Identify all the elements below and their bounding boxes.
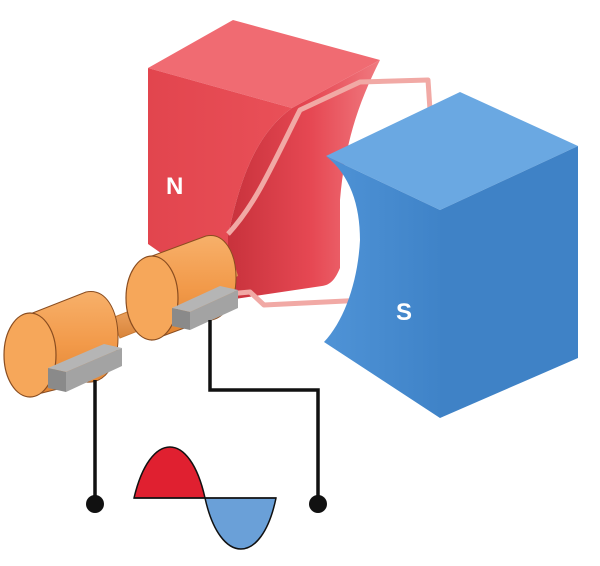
south-label: S xyxy=(396,299,412,326)
north-magnet-top xyxy=(148,20,380,108)
coil-upper-wire xyxy=(226,77,433,236)
north-magnet: N xyxy=(148,20,380,300)
north-label: N xyxy=(166,173,183,200)
wave-positive-half xyxy=(133,446,206,499)
south-pole-face xyxy=(324,156,440,418)
ac-waveform xyxy=(133,446,277,550)
wire-right xyxy=(208,320,320,502)
north-magnet-side xyxy=(148,68,292,300)
brush-rear xyxy=(172,286,238,330)
south-magnet-side xyxy=(440,146,578,418)
output-wires xyxy=(93,320,320,502)
terminal-left xyxy=(86,495,104,513)
south-magnet: S xyxy=(324,92,578,418)
south-magnet-top xyxy=(326,92,578,210)
terminal-right xyxy=(309,495,327,513)
brush-front xyxy=(48,344,122,392)
wave-negative-half xyxy=(204,497,277,550)
north-pole-face xyxy=(228,60,380,300)
